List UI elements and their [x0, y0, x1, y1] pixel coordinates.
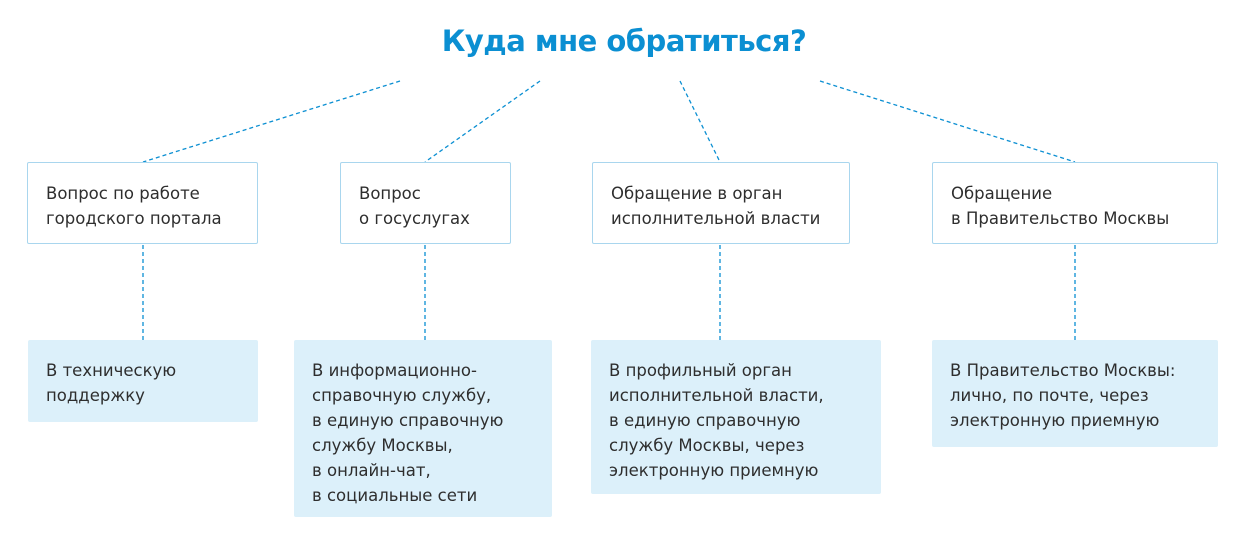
question-box-government: Обращение в Правительство Москвы — [932, 162, 1218, 244]
connector-title-q2 — [424, 80, 541, 163]
connector-title-q4 — [819, 80, 1076, 163]
answer-box-profile-organ: В профильный орган исполнительной власти… — [591, 340, 881, 494]
question-box-executive: Обращение в орган исполнительной власти — [592, 162, 850, 244]
question-box-gosuslugi: Вопрос о госуслугах — [340, 162, 511, 244]
answer-box-government: В Правительство Москвы: лично, по почте,… — [932, 340, 1218, 447]
connector-title-q1 — [142, 80, 401, 163]
answer-box-support: В техническую поддержку — [28, 340, 258, 422]
answer-box-info-service: В информационно- справочную службу, в ед… — [294, 340, 552, 517]
diagram-title: Куда мне обратиться? — [441, 24, 807, 58]
question-box-portal: Вопрос по работе городского портала — [27, 162, 258, 244]
connector-title-q3 — [679, 80, 721, 163]
